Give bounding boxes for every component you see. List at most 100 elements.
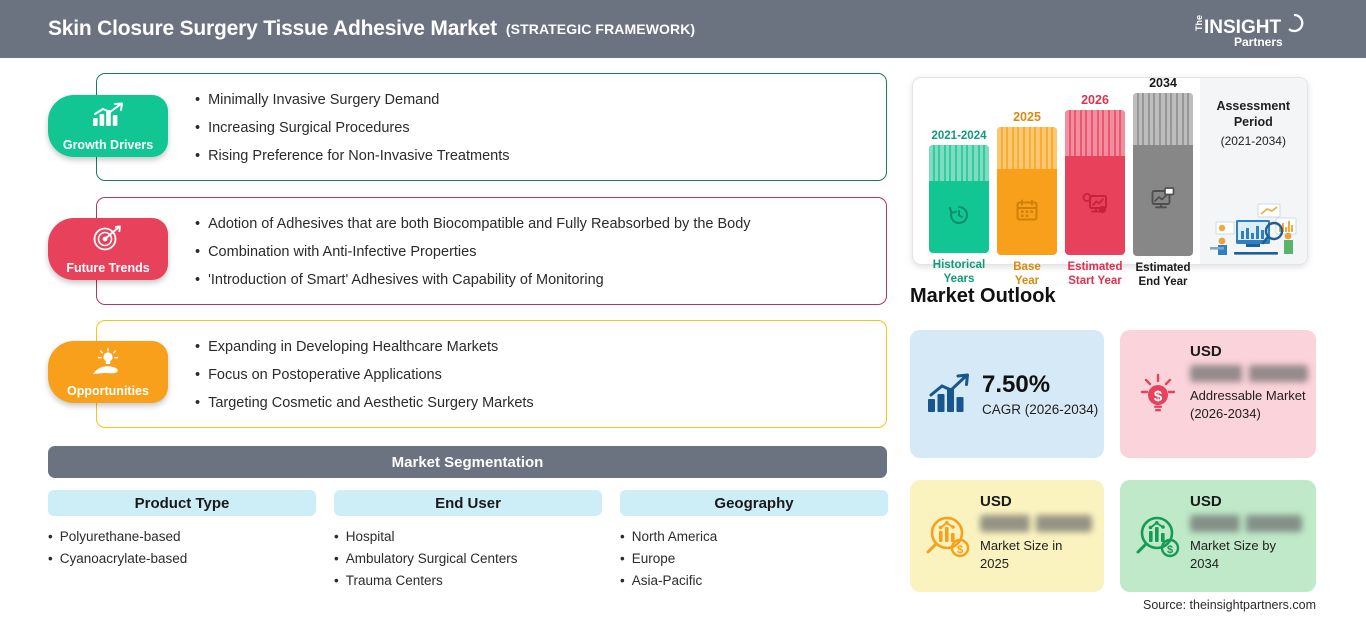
segment-column-product-type: Product Type Polyurethane-based Cyanoacr… (48, 490, 316, 570)
svg-text:The: The (1194, 15, 1204, 31)
segment-item: Europe (620, 548, 888, 570)
svg-text:$: $ (1154, 388, 1163, 405)
bar-caption-line2: Year (1014, 275, 1040, 287)
bar-icon-area (997, 169, 1057, 255)
bar-caption: Estimated Start Year (1065, 260, 1125, 288)
masked-value (1190, 515, 1302, 532)
masked-value (1190, 365, 1308, 382)
bar-barcode-top (1065, 110, 1125, 156)
badge-growth-drivers[interactable]: Growth Drivers (48, 95, 168, 157)
cagr-value: 7.50% (982, 371, 1051, 398)
segment-header: End User (334, 490, 602, 516)
segment-header: Geography (620, 490, 888, 516)
assessment-bar-end: 2034 (1133, 76, 1193, 289)
segment-item: Asia-Pacific (620, 570, 888, 592)
bar-chart-arrow-icon (920, 373, 978, 415)
lightbulb-hand-icon (88, 347, 128, 383)
segment-list: Hospital Ambulatory Surgical Centers Tra… (334, 526, 602, 592)
bar-caption-line1: Estimated (1067, 261, 1123, 273)
magnifier-chart-dollar-icon: $ (920, 492, 976, 582)
opportunities-bullets: Expanding in Developing Healthcare Marke… (97, 321, 886, 417)
svg-text:INSIGHT: INSIGHT (1204, 17, 1281, 38)
bar-shape (1065, 110, 1125, 255)
bullet-item: Expanding in Developing Healthcare Marke… (195, 333, 886, 361)
source-attribution: Source: theinsightpartners.com (1142, 598, 1316, 612)
opportunities-box: Expanding in Developing Healthcare Marke… (96, 320, 887, 428)
bar-caption: Estimated End Year (1133, 261, 1193, 289)
bullet-item: Adotion of Adhesives that are both Bioco… (195, 210, 886, 238)
bar-chart-growth-icon (90, 102, 126, 133)
bar-year-label: 2034 (1149, 76, 1177, 90)
bar-barcode-top (1133, 93, 1193, 145)
assessment-period-range: (2021-2034) (1220, 134, 1286, 148)
card-market-size-2034: $ USD Market Size by 2034 (1120, 480, 1316, 592)
assessment-title-line1: Assessment (1216, 99, 1291, 113)
segment-list: North America Europe Asia-Pacific (620, 526, 888, 592)
bar-year-label: 2026 (1081, 93, 1109, 107)
badge-label: Opportunities (67, 384, 149, 398)
lightbulb-dollar-icon: $ (1130, 342, 1186, 448)
svg-text:Partners: Partners (1234, 35, 1283, 49)
assessment-period-panel: Assessment Period (2021-2034) (1199, 78, 1307, 264)
segment-item: Cyanoacrylate-based (48, 548, 316, 570)
bullet-item: Minimally Invasive Surgery Demand (195, 86, 886, 114)
growth-drivers-bullets: Minimally Invasive Surgery Demand Increa… (97, 74, 886, 170)
bar-shape (997, 127, 1057, 255)
bullet-item: Focus on Postoperative Applications (195, 361, 886, 389)
bar-year-label: 2025 (1013, 110, 1041, 124)
segment-item: Polyurethane-based (48, 526, 316, 548)
magnifier-chart-dollar-icon: $ (1130, 492, 1186, 582)
page-subtitle: (STRATEGIC FRAMEWORK) (505, 21, 696, 37)
segment-column-geography: Geography North America Europe Asia-Paci… (620, 490, 888, 592)
bar-caption: Base Year (997, 260, 1057, 288)
market-segmentation-title: Market Segmentation (48, 446, 887, 478)
badge-label: Future Trends (66, 261, 150, 275)
currency-label: USD (1190, 493, 1222, 510)
forecast-chart-icon (1082, 191, 1108, 220)
badge-label: Growth Drivers (62, 138, 154, 152)
card-market-size-2025: $ USD Market Size in 2025 (910, 480, 1104, 592)
badge-future-trends[interactable]: Future Trends (48, 218, 168, 280)
svg-text:$: $ (1167, 544, 1173, 556)
segment-column-end-user: End User Hospital Ambulatory Surgical Ce… (334, 490, 602, 592)
business-analytics-illustration (1206, 200, 1302, 258)
bar-caption-line1: Estimated (1135, 262, 1191, 274)
bar-shape (929, 145, 989, 253)
bar-icon-area (1133, 145, 1193, 256)
bar-icon-area (929, 181, 989, 253)
bar-caption-line1: Historical (932, 259, 986, 271)
currency-label: USD (1190, 343, 1222, 360)
presentation-screen-icon (1150, 186, 1176, 215)
card-label: Market Size in 2025 (980, 538, 1063, 571)
masked-value (980, 515, 1092, 532)
segment-list: Polyurethane-based Cyanoacrylate-based (48, 526, 316, 570)
bar-barcode-top (929, 145, 989, 181)
bullet-item: Rising Preference for Non-Invasive Treat… (195, 142, 886, 170)
target-dart-icon (91, 225, 125, 256)
badge-opportunities[interactable]: Opportunities (48, 341, 168, 403)
assessment-bar-historical: 2021-2024 (929, 130, 989, 286)
assessment-period-card: 2021-2024 (912, 76, 1308, 288)
future-trends-bullets: Adotion of Adhesives that are both Bioco… (97, 198, 886, 294)
assessment-title-line2: Period (1233, 115, 1273, 129)
bar-caption-line2: End Year (1138, 276, 1188, 288)
future-trends-box: Adotion of Adhesives that are both Bioco… (96, 197, 887, 305)
svg-text:$: $ (957, 544, 963, 556)
page-header: Skin Closure Surgery Tissue Adhesive Mar… (0, 0, 1366, 58)
segment-header-label: Geography (714, 494, 794, 512)
card-label: Addressable Market (2026-2034) (1190, 388, 1306, 421)
bar-caption-line2: Years (943, 273, 975, 285)
segment-item: Trauma Centers (334, 570, 602, 592)
bullet-item: Combination with Anti-Infective Properti… (195, 238, 886, 266)
bar-shape (1133, 93, 1193, 256)
bar-caption: Historical Years (929, 258, 989, 286)
bar-barcode-top (997, 127, 1057, 169)
card-cagr: 7.50% CAGR (2026-2034) (910, 330, 1104, 458)
bar-icon-area (1065, 156, 1125, 255)
insight-partners-logo: The INSIGHT Partners (1190, 9, 1310, 51)
left-column: Minimally Invasive Surgery Demand Increa… (0, 58, 900, 635)
segment-header: Product Type (48, 490, 316, 516)
bar-caption-line2: Start Year (1068, 275, 1122, 287)
page-title: Skin Closure Surgery Tissue Adhesive Mar… (48, 17, 497, 40)
